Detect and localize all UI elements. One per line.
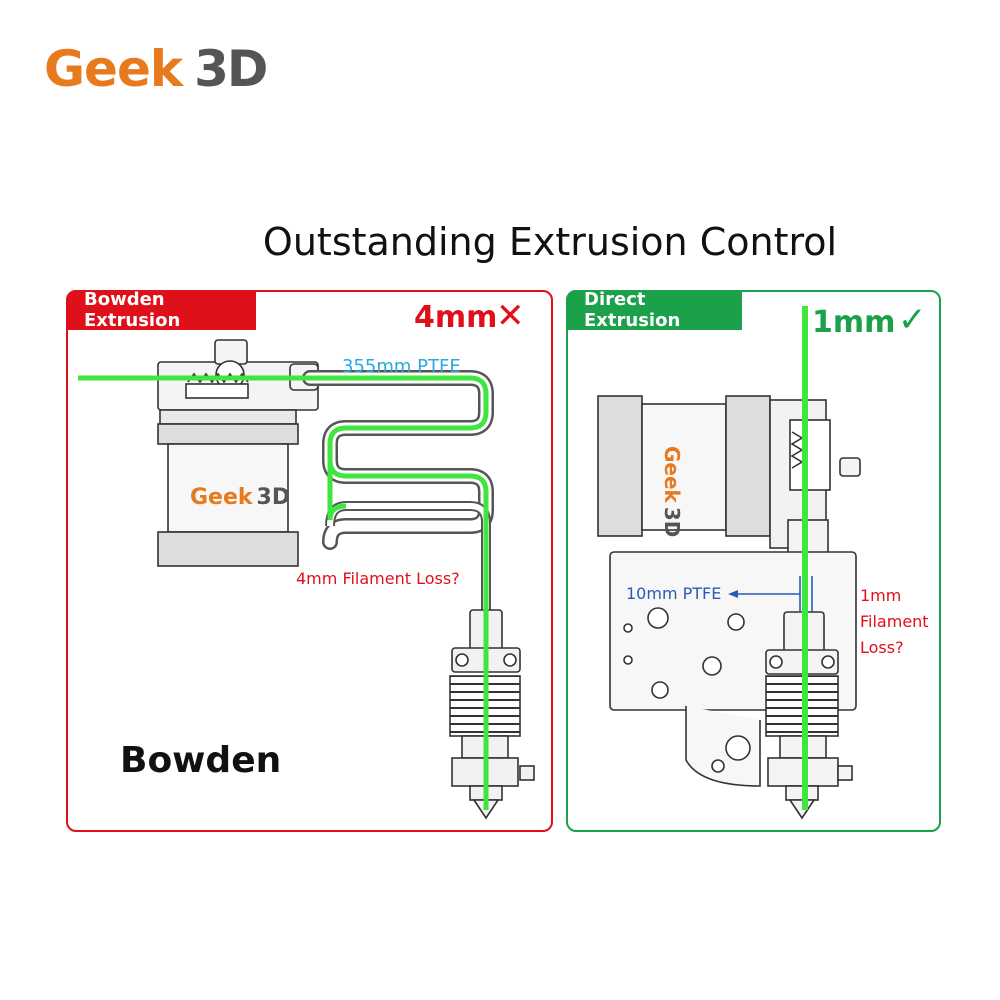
bowden-motor-body bbox=[167, 443, 289, 533]
bowden-tag: Bowden Extrusion bbox=[66, 289, 256, 331]
bowden-loss-question: 4mm Filament Loss? bbox=[296, 569, 460, 588]
bowden-extruder bbox=[157, 339, 319, 567]
logo-text-geek: Geek bbox=[44, 40, 183, 98]
direct-loss-line1: 1mm bbox=[860, 586, 902, 605]
direct-motor-body bbox=[641, 403, 727, 531]
bowden-motor-bottom bbox=[157, 531, 299, 567]
bowden-caption: Bowden bbox=[120, 740, 282, 781]
direct-loss-value: 1mm bbox=[812, 305, 896, 340]
direct-motor-brand-a: Geek bbox=[660, 446, 684, 504]
bowden-motor-brand-a: Geek bbox=[190, 485, 254, 510]
direct-extruder bbox=[597, 395, 861, 820]
direct-loss-line3: Loss? bbox=[860, 638, 904, 657]
bowden-ptfe-label: 355mm PTFE bbox=[342, 356, 461, 377]
direct-pass-icon: ✓ bbox=[898, 301, 927, 339]
bowden-loss-value: 4mm bbox=[414, 300, 498, 335]
direct-motor-brand-b: 3D bbox=[660, 507, 684, 538]
bowden-motor-brand-b: 3D bbox=[257, 485, 291, 510]
direct-ptfe-label: 10mm PTFE bbox=[626, 584, 722, 603]
page-title: Outstanding Extrusion Control bbox=[262, 220, 838, 264]
direct-tag: Direct Extrusion bbox=[566, 289, 742, 331]
direct-motor-right bbox=[725, 395, 771, 537]
bowden-ptfe-tube bbox=[302, 370, 494, 550]
bowden-motor-top bbox=[157, 423, 299, 445]
direct-motor-left bbox=[597, 395, 643, 537]
bowden-hotend bbox=[449, 609, 535, 820]
logo-text-3d: 3D bbox=[194, 40, 268, 98]
direct-loss-line2: Filament bbox=[860, 612, 929, 631]
brand-logo: Geek 3D bbox=[44, 40, 268, 110]
bowden-fail-icon: ✕ bbox=[496, 297, 525, 335]
bowden-filament-path bbox=[78, 375, 489, 810]
direct-motor-brand: Geek 3D bbox=[660, 446, 684, 537]
